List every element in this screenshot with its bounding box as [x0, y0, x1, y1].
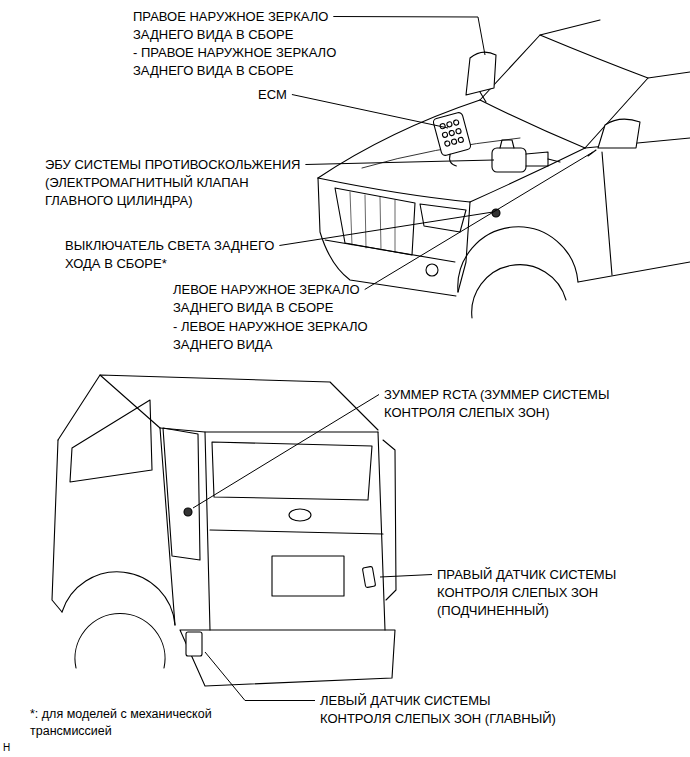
leader-line — [333, 17, 485, 56]
rear-vehicle — [52, 375, 396, 686]
leader-line — [365, 152, 593, 290]
leader-line — [205, 652, 315, 701]
leader-line — [193, 395, 379, 509]
leader-line — [279, 212, 493, 246]
part-label: ПРАВЫЙ ДАТЧИК СИСТЕМЫ КОНТРОЛЯ СЛЕПЫХ ЗО… — [437, 566, 672, 620]
part-sublabel: - ПРАВОЕ НАРУЖНОЕ ЗЕРКАЛО ЗАДНЕГО ВИДА В… — [133, 44, 348, 80]
footnote: *: для моделей с механической трансмисси… — [30, 706, 245, 740]
part-label: ЛЕВЫЙ ДАТЧИК СИСТЕМЫ КОНТРОЛЯ СЛЕПЫХ ЗОН… — [320, 692, 565, 728]
leader-line — [380, 575, 432, 578]
part-label: ЭБУ СИСТЕМЫ ПРОТИВОСКОЛЬЖЕНИЯ (ЭЛЕКТРОМА… — [45, 156, 310, 210]
front-vehicle — [318, 20, 690, 318]
part-label: ЛЕВОЕ НАРУЖНОЕ ЗЕРКАЛО ЗАДНЕГО ВИДА В СБ… — [173, 281, 383, 317]
part-label: ЗУММЕР RCTA (ЗУММЕР СИСТЕМЫ КОНТРОЛЯ СЛЕ… — [384, 386, 649, 422]
figure-code: H — [3, 742, 33, 754]
part-label: ВЫКЛЮЧАТЕЛЬ СВЕТА ЗАДНЕГО ХОДА В СБОРЕ* — [65, 237, 300, 273]
part-sublabel: - ЛЕВОЕ НАРУЖНОЕ ЗЕРКАЛО ЗАДНЕГО ВИДА — [173, 318, 383, 354]
part-label: ПРАВОЕ НАРУЖНОЕ ЗЕРКАЛО ЗАДНЕГО ВИДА В С… — [133, 8, 348, 44]
part-label: ECM — [258, 86, 318, 104]
leader-line — [292, 95, 448, 129]
leader-line — [305, 160, 494, 165]
